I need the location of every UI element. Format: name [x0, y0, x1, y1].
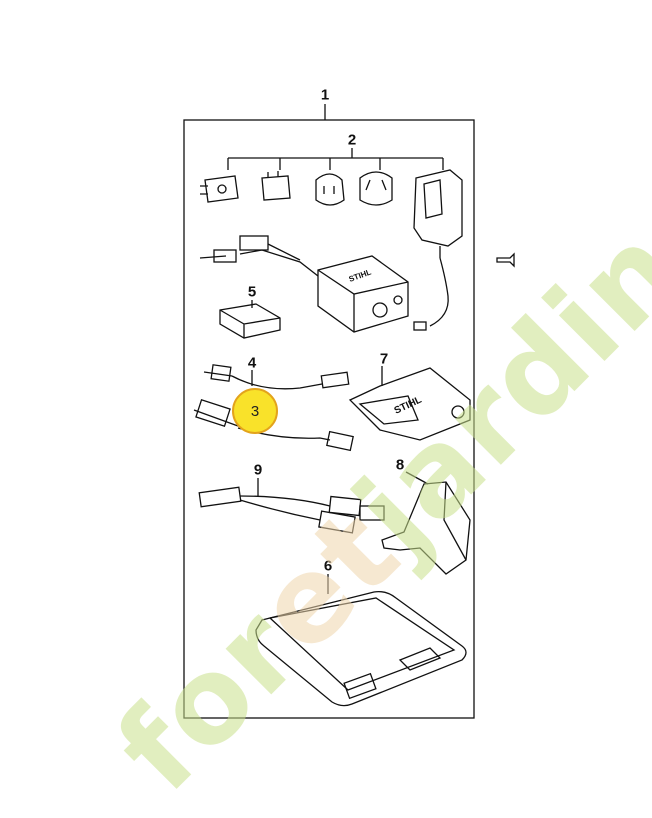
- plug-adapter-eu: [200, 175, 239, 203]
- callout-3-highlight[interactable]: 3: [232, 388, 278, 434]
- diagram-canvas: STIHL STIHL: [183, 104, 515, 719]
- item-9-cable: [198, 486, 385, 534]
- plug-adapter-us: [261, 171, 291, 201]
- item-8-bracket: [381, 481, 471, 575]
- callout-7: 7: [379, 350, 389, 368]
- bracket-2: [227, 148, 444, 170]
- loose-connector: [496, 252, 515, 268]
- power-supply: [413, 169, 463, 258]
- callout-4: 4: [247, 354, 257, 372]
- callout-1: 1: [320, 86, 330, 104]
- item-4-cable: [203, 364, 350, 390]
- callout-8: 8: [395, 456, 405, 474]
- callout-2: 2: [347, 131, 357, 149]
- item-5-block: [219, 303, 281, 339]
- plug-adapter-uk: [315, 173, 345, 206]
- kit-frame: [183, 119, 475, 719]
- interface-box: [317, 255, 409, 333]
- callout-6: 6: [323, 557, 333, 575]
- leader-8: [405, 471, 429, 485]
- callout-5: 5: [247, 283, 257, 301]
- brand-label-interface: STIHL: [348, 267, 373, 283]
- item-6-case: [255, 590, 467, 707]
- parts-diagram: STIHL STIHL 1 2 4 5 6 7 8 9 3 foretjardi…: [90, 0, 652, 818]
- interface-cable: [199, 235, 449, 331]
- callout-9: 9: [253, 461, 263, 479]
- item-7-adapter: [348, 367, 471, 441]
- plug-adapter-au: [359, 171, 393, 206]
- callout-3: 3: [250, 402, 260, 420]
